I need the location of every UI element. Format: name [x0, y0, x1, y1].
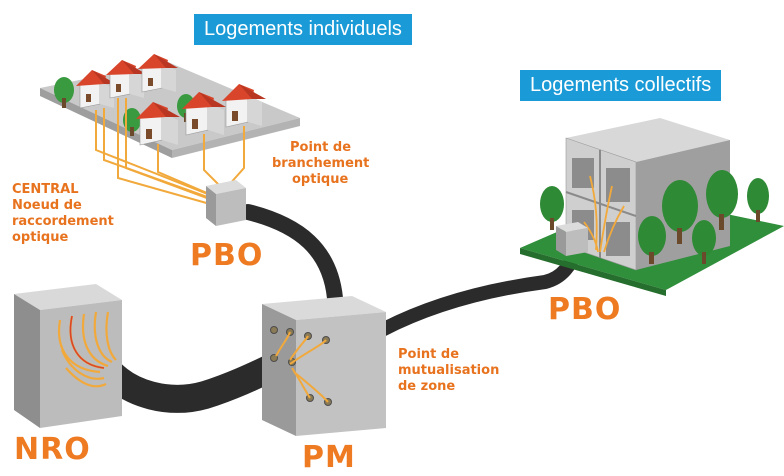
cable-pm-to-pbo-collective [375, 245, 581, 337]
banner-collective-housing: Logements collectifs [520, 70, 722, 101]
house [138, 54, 178, 93]
cable-pbo-to-pm [240, 204, 343, 306]
pm-desc-line2: mutualisation [398, 363, 500, 378]
central-desc-line3: optique [12, 230, 69, 245]
pm-desc-line1: Point de [398, 347, 460, 362]
pm-desc-line3: de zone [398, 379, 456, 394]
nro-box [14, 284, 122, 428]
pm-box [262, 296, 386, 436]
central-title: CENTRAL [12, 182, 79, 197]
individual-houses-group [40, 54, 300, 205]
banner-individual-housing: Logements individuels [194, 14, 412, 45]
house [136, 102, 180, 146]
pbo-desc-line3: optique [292, 172, 349, 187]
house [106, 60, 146, 99]
collective-building-group [520, 118, 784, 296]
node-label-pm: PM [302, 440, 356, 475]
pbo-desc-line1: Point de [290, 140, 352, 155]
node-label-pbo-individual: PBO [190, 238, 264, 273]
pbo-desc-line2: branchement [272, 156, 370, 171]
central-desc-line2: raccordement [12, 214, 114, 229]
node-label-pbo-collective: PBO [548, 292, 622, 327]
cable-nro-to-pm [94, 346, 302, 413]
node-label-nro: NRO [14, 432, 91, 467]
house [182, 92, 226, 136]
central-desc-line1: Noeud de [12, 198, 82, 213]
house [222, 84, 266, 128]
pbo-box-collective [556, 222, 588, 256]
pbo-box-individual [206, 180, 246, 226]
